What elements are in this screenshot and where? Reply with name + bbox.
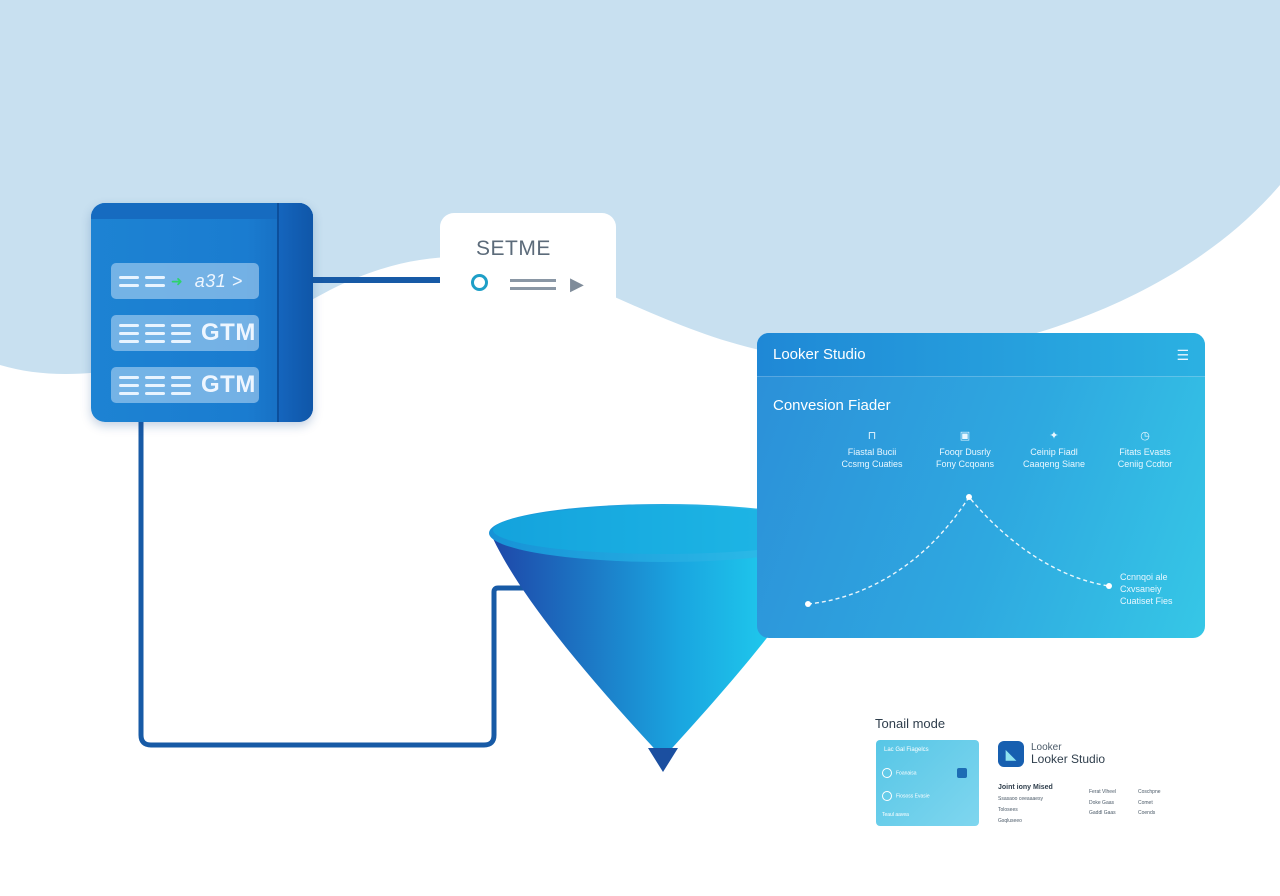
- server-to-funnel-connector: [138, 420, 530, 748]
- rack-label: a31 >: [194, 270, 243, 291]
- image-icon: ▣: [959, 430, 971, 442]
- logo-line-2: Looker Studio: [1031, 752, 1106, 766]
- stat-line: Fony Ccqoans: [935, 459, 995, 469]
- setme-card[interactable]: SETME ▶: [440, 213, 616, 313]
- chart-point: [1106, 583, 1112, 589]
- chart-line: [807, 495, 1110, 605]
- play-icon[interactable]: ▶: [570, 274, 584, 294]
- list-item: Doke Gaas: [1089, 800, 1115, 806]
- list-item: Coends: [1138, 810, 1156, 816]
- list-item: Ferat Vlheel: [1089, 789, 1116, 795]
- list-item: Gsqluseeo: [998, 818, 1022, 824]
- mini-row-label: Foanaisa: [896, 770, 917, 777]
- list-item: Tolosees: [998, 807, 1018, 813]
- mini-card[interactable]: Lac Gal Fiagelcs Foanaisa Fiososs Evasie…: [876, 740, 979, 826]
- server-top: [91, 203, 313, 219]
- mini-row-label: Teaul aavea: [882, 812, 909, 818]
- stat-line: Fiastal Bucii: [847, 447, 897, 457]
- mini-row[interactable]: Teaul aavea: [882, 812, 972, 830]
- hamburger-icon[interactable]: ☰: [1176, 347, 1189, 363]
- mini-row[interactable]: Fiososs Evasie: [882, 791, 972, 809]
- annotation-line: Cxvsaneiy: [1120, 584, 1162, 594]
- list-item: Coschpne: [1138, 789, 1161, 795]
- stat-line: Caaqeng Siane: [1022, 459, 1086, 469]
- mini-row[interactable]: Foanaisa: [882, 768, 972, 786]
- logo-line-1: Looker: [1031, 742, 1062, 753]
- clock-icon: [882, 768, 892, 778]
- server-side-panel: [277, 203, 313, 422]
- stat-line: Fitats Evasts: [1119, 447, 1171, 457]
- list-item: Gaddl Gaas: [1089, 810, 1116, 816]
- rack-lines-icon: [119, 275, 165, 287]
- text-lines-icon: [510, 279, 556, 295]
- gear-icon: ✦: [1049, 430, 1059, 442]
- clock-icon: [882, 791, 892, 801]
- conversion-chart: [805, 494, 1112, 607]
- looker-header: Looker Studio ☰: [757, 333, 1205, 377]
- stat-line: Ceniig Ccdtor: [1117, 459, 1173, 469]
- chart-annotation: Ccnnqoi ale Cxvsaneiy Cuatiset Fies: [1120, 571, 1173, 607]
- panel-subtitle: Convesion Fiader: [773, 397, 891, 414]
- rack-label: GTM: [201, 319, 256, 346]
- stat-line: Fooqr Dusrly: [939, 447, 991, 457]
- stat-line: Ceinip Fiadl: [1030, 447, 1078, 457]
- list-title: Joint iony Mised: [998, 784, 1053, 791]
- looker-logo-icon: ◣: [998, 741, 1024, 767]
- setme-title: SETME: [476, 237, 551, 260]
- annotation-line: Cuatiset Fies: [1120, 596, 1173, 606]
- section-heading: Tonail mode: [875, 716, 946, 731]
- mini-card-head: Lac Gal Fiagelcs: [884, 747, 929, 753]
- rack-label: GTM: [201, 371, 256, 398]
- badge-icon: [957, 768, 967, 778]
- funnel-body: [490, 532, 837, 758]
- clock-icon: ◷: [1140, 430, 1150, 442]
- tag-server-box: ➜ a31 > GTM GTM: [91, 203, 313, 422]
- list-item: Comet: [1138, 800, 1153, 806]
- mini-row-label: Fiososs Evasie: [896, 793, 930, 800]
- server-rack-1: ➜ a31 >: [111, 263, 259, 299]
- looker-title: Looker Studio: [773, 346, 866, 363]
- rack-lines-icon: [119, 375, 191, 395]
- status-dot-icon: ➜: [171, 272, 183, 289]
- chart-point: [966, 494, 972, 500]
- annotation-line: Ccnnqoi ale: [1120, 572, 1168, 582]
- rack-lines-icon: [119, 323, 191, 343]
- lock-icon: ⊓: [867, 430, 877, 442]
- server-rack-2: GTM: [111, 315, 259, 351]
- stat-line: Ccsmg Cuaties: [841, 459, 903, 469]
- radio-ring-icon[interactable]: [471, 274, 488, 291]
- chart-point: [805, 601, 811, 607]
- list-item: Ssasaoo ceeaaaesy: [998, 796, 1044, 802]
- looker-studio-panel: Looker Studio ☰ Convesion Fiader ⊓ Fiast…: [757, 333, 1205, 638]
- server-rack-3: GTM: [111, 367, 259, 403]
- funnel-tip: [648, 748, 678, 772]
